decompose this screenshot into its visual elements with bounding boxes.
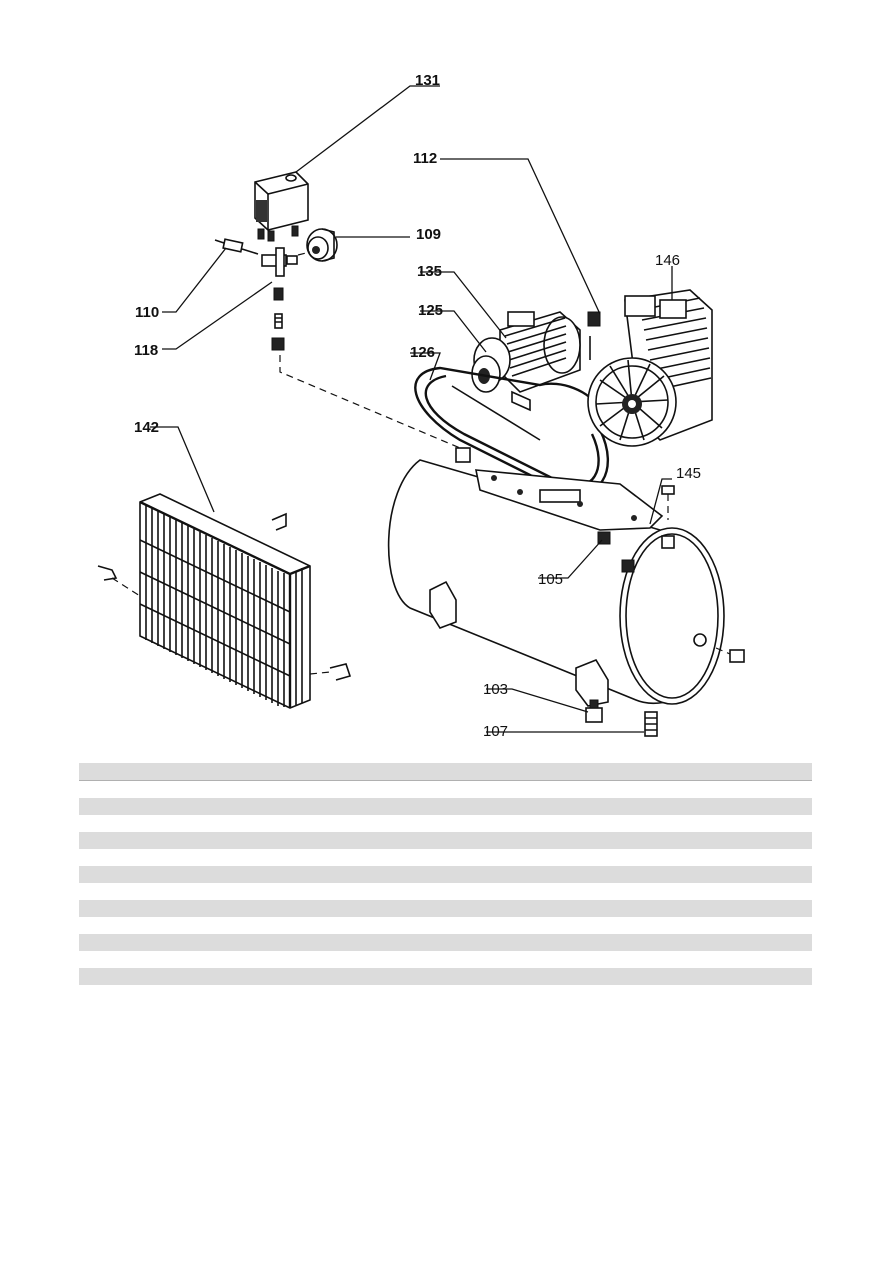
table-row xyxy=(79,798,812,815)
table-row xyxy=(79,815,812,832)
exploded-parts-diagram: 131 112 109 135 146 125 110 126 118 142 … xyxy=(97,72,745,740)
callout-131: 131 xyxy=(415,72,440,89)
table-row xyxy=(79,917,812,934)
callout-105: 105 xyxy=(538,571,563,588)
fittings-part xyxy=(214,238,298,351)
electric-motor-part xyxy=(471,311,581,412)
drain-plug-part xyxy=(585,699,658,737)
callout-142: 142 xyxy=(134,419,159,436)
callout-103: 103 xyxy=(483,681,508,698)
callout-107: 107 xyxy=(483,723,508,740)
callout-118: 118 xyxy=(134,342,158,359)
table-row xyxy=(79,781,812,798)
table-header-row xyxy=(79,763,812,781)
pressure-switch-part xyxy=(254,171,309,242)
table-row xyxy=(79,883,812,900)
callout-135: 135 xyxy=(417,263,442,280)
callout-112: 112 xyxy=(413,150,437,167)
callout-125: 125 xyxy=(418,302,443,319)
table-row xyxy=(79,900,812,917)
callout-126: 126 xyxy=(410,344,435,361)
callout-109: 109 xyxy=(416,226,441,243)
table-row xyxy=(79,934,812,951)
callout-110: 110 xyxy=(135,304,159,321)
table-row xyxy=(79,832,812,849)
callout-145: 145 xyxy=(676,465,701,482)
belt-guard-part xyxy=(97,493,352,709)
table-row xyxy=(79,968,812,985)
parts-table xyxy=(79,763,812,985)
table-row xyxy=(79,866,812,883)
air-tank-part xyxy=(387,447,745,707)
table-row xyxy=(79,951,812,968)
connection-line xyxy=(279,355,461,449)
callout-146: 146 xyxy=(655,252,680,269)
pressure-gauge-part xyxy=(297,228,338,262)
compressor-pump-part xyxy=(587,289,713,447)
leader-lines xyxy=(150,85,673,733)
table-row xyxy=(79,849,812,866)
